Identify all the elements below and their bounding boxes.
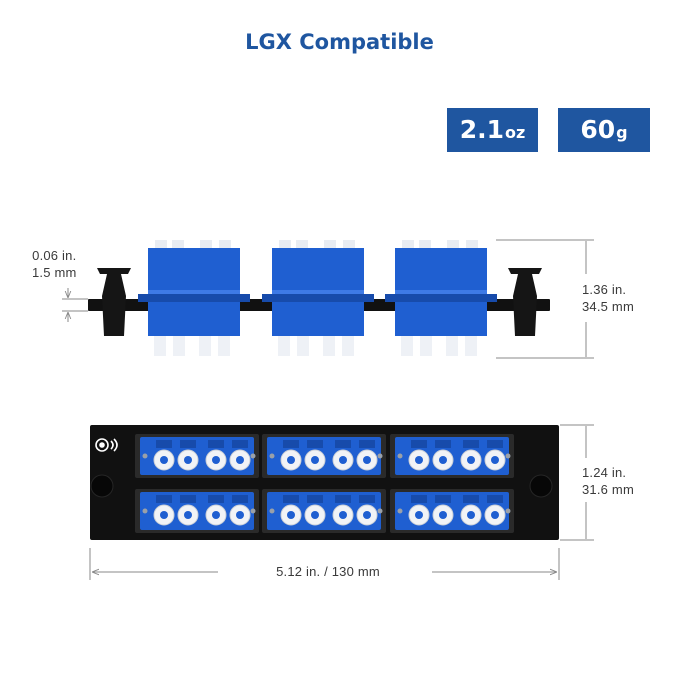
port-latch: [208, 440, 224, 448]
port-latch: [232, 495, 248, 503]
port-ferrule: [160, 511, 168, 519]
port-ferrule: [439, 456, 447, 464]
weight-g-value: 60: [580, 115, 616, 144]
port-latch: [283, 495, 299, 503]
adapter-screw: [142, 508, 148, 514]
weight-oz-unit: oz: [504, 123, 526, 142]
port-latch: [156, 495, 172, 503]
plate-thickness-mm: 1.5 mm: [32, 265, 77, 280]
port-ferrule: [467, 456, 475, 464]
adapter-screw: [505, 508, 511, 514]
adapter-screw: [269, 453, 275, 459]
port-latch: [435, 495, 451, 503]
port-latch: [463, 495, 479, 503]
port-latch: [307, 440, 323, 448]
front-screw-right: [529, 474, 553, 498]
plate-thickness-measure: [62, 288, 88, 322]
front-screw-left: [90, 474, 114, 498]
port-latch: [180, 495, 196, 503]
adapter-height-mm: 34.5 mm: [582, 299, 634, 314]
port-ferrule: [236, 511, 244, 519]
port-ferrule: [467, 511, 475, 519]
port-latch: [156, 440, 172, 448]
adapter-screw: [397, 453, 403, 459]
panel-height-in: 1.24 in.: [582, 465, 627, 480]
port-ferrule: [236, 456, 244, 464]
front-adapter-2-2: [262, 489, 386, 533]
port-latch: [435, 440, 451, 448]
port-ferrule: [491, 456, 499, 464]
port-latch: [487, 495, 503, 503]
adapter-height-label: 1.36 in. 34.5 mm: [582, 281, 634, 315]
port-ferrule: [160, 456, 168, 464]
side-adapter-block-3: [385, 240, 497, 356]
port-ferrule: [339, 511, 347, 519]
port-ferrule: [212, 511, 220, 519]
plate-thickness-in: 0.06 in.: [32, 248, 77, 263]
port-latch: [359, 440, 375, 448]
panel-height-measure: [560, 424, 594, 541]
port-ferrule: [363, 456, 371, 464]
panel-height-label: 1.24 in. 31.6 mm: [582, 464, 634, 498]
side-left-push-pin: [97, 268, 131, 336]
port-ferrule: [212, 456, 220, 464]
side-right-push-pin: [508, 268, 542, 336]
adapter-screw: [250, 453, 256, 459]
page-title: LGX Compatible: [245, 30, 434, 54]
adapter-screw: [397, 508, 403, 514]
port-ferrule: [363, 511, 371, 519]
brand-logo-icon: [95, 438, 118, 452]
adapter-screw: [377, 453, 383, 459]
port-latch: [307, 495, 323, 503]
panel-width-label: 5.12 in. / 130 mm: [276, 564, 380, 579]
front-adapter-2-3: [390, 489, 514, 533]
port-latch: [180, 440, 196, 448]
weight-badge-g: 60 g: [558, 108, 650, 152]
port-ferrule: [287, 511, 295, 519]
front-adapter-2-1: [135, 489, 259, 533]
port-ferrule: [287, 456, 295, 464]
port-latch: [335, 495, 351, 503]
port-ferrule: [184, 511, 192, 519]
adapter-screw: [377, 508, 383, 514]
panel-width-measure: [89, 548, 560, 580]
adapter-height-in: 1.36 in.: [582, 282, 627, 297]
port-ferrule: [415, 456, 423, 464]
port-latch: [232, 440, 248, 448]
port-ferrule: [339, 456, 347, 464]
weight-g-unit: g: [616, 123, 628, 142]
side-adapter-block-1: [138, 240, 250, 356]
weight-oz-value: 2.1: [459, 115, 504, 144]
side-view: [62, 239, 594, 359]
adapter-height-measure: [496, 239, 594, 359]
port-ferrule: [439, 511, 447, 519]
adapter-screw: [269, 508, 275, 514]
port-ferrule: [311, 511, 319, 519]
port-latch: [283, 440, 299, 448]
port-latch: [411, 440, 427, 448]
front-adapter-1-1: [135, 434, 259, 478]
front-adapter-1-2: [262, 434, 386, 478]
port-ferrule: [491, 511, 499, 519]
port-latch: [335, 440, 351, 448]
front-adapter-grid: [135, 434, 514, 533]
adapter-screw: [142, 453, 148, 459]
port-ferrule: [184, 456, 192, 464]
port-latch: [463, 440, 479, 448]
weight-badge-oz: 2.1 oz: [447, 108, 538, 152]
front-view: [89, 424, 594, 580]
panel-height-mm: 31.6 mm: [582, 482, 634, 497]
plate-thickness-label: 0.06 in. 1.5 mm: [32, 247, 77, 281]
port-ferrule: [415, 511, 423, 519]
adapter-screw: [250, 508, 256, 514]
side-adapter-block-2: [262, 240, 374, 356]
port-latch: [208, 495, 224, 503]
front-adapter-1-3: [390, 434, 514, 478]
port-latch: [487, 440, 503, 448]
port-latch: [411, 495, 427, 503]
adapter-screw: [505, 453, 511, 459]
port-latch: [359, 495, 375, 503]
port-ferrule: [311, 456, 319, 464]
